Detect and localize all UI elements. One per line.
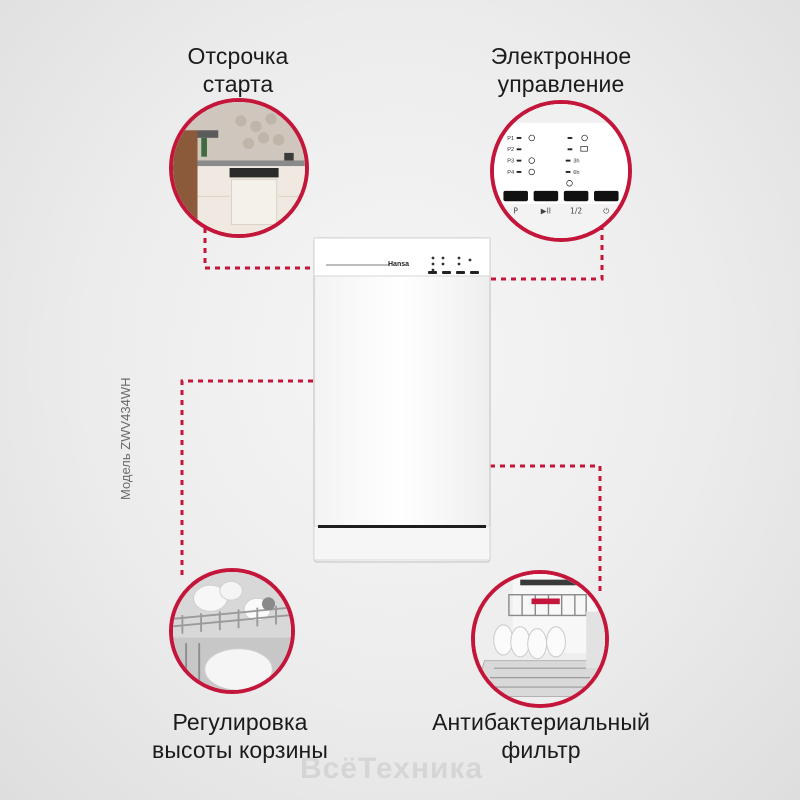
panel-timer-6h: 6h (573, 170, 579, 176)
basket-height-label: Регулировка высоты корзины (120, 708, 360, 764)
delay-start-label: Отсрочка старта (148, 42, 328, 98)
delay-start-label-line2: старта (202, 71, 274, 97)
open-dishwasher-photo-icon (475, 574, 605, 704)
delay-start-photo-bubble (169, 98, 309, 238)
connector-basket-height (180, 379, 343, 578)
panel-timer-3h: 3h (573, 159, 579, 165)
antibacterial-filter-photo-bubble (471, 570, 609, 708)
panel-button-start-pause: ▶II (541, 206, 551, 215)
delay-start-label-line1: Отсрочка (187, 43, 289, 69)
brand-logo: Hansa (388, 261, 409, 268)
connector-filter (470, 464, 602, 596)
antibacterial-filter-label: Антибактериальный фильтр (410, 708, 672, 764)
watermark: ВсёТехника (300, 752, 484, 785)
electronic-control-label-line2: управление (497, 71, 625, 97)
panel-program-4: P4 (507, 170, 514, 176)
antibacterial-filter-label-line1: Антибактериальный (432, 709, 650, 735)
antibacterial-filter-label-line2: фильтр (501, 737, 581, 763)
panel-button-power: ⏻ (603, 206, 610, 215)
basket-height-label-line1: Регулировка (172, 709, 308, 735)
panel-button-program: P (513, 206, 518, 215)
panel-program-2: P2 (507, 147, 514, 153)
panel-program-3: P3 (507, 159, 514, 165)
connector-electronic-control (476, 215, 604, 281)
control-panel-photo-icon: P1 P2 P3 P4 3h 6h (494, 104, 628, 238)
dishwasher-illustration: Hansa (313, 237, 491, 563)
electronic-control-photo-bubble: P1 P2 P3 P4 3h 6h (490, 100, 632, 242)
basket-height-photo-bubble (169, 568, 295, 694)
basket-photo-icon (173, 572, 291, 690)
electronic-control-label: Электронное управление (446, 42, 676, 98)
panel-program-1: P1 (507, 136, 514, 142)
kitchen-photo-icon (173, 102, 305, 234)
electronic-control-label-line1: Электронное (490, 43, 632, 69)
model-label: Модель ZWV434WH (118, 377, 133, 500)
connector-delay-start (203, 228, 410, 270)
basket-height-label-line2: высоты корзины (152, 737, 328, 763)
panel-button-half-load: 1/2 (570, 206, 582, 215)
